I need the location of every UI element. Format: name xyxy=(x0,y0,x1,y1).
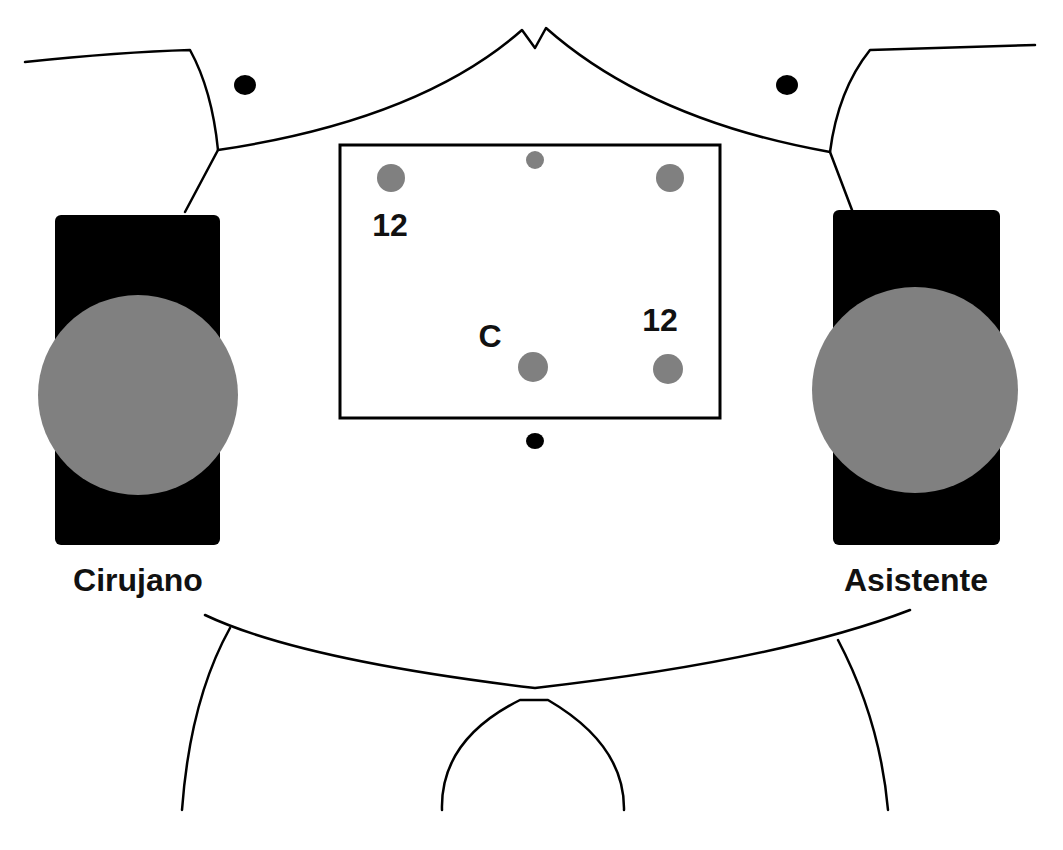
camera-port xyxy=(518,352,548,382)
role-label: Asistente xyxy=(844,564,988,596)
right-shoulder xyxy=(830,45,1035,210)
operative-field xyxy=(340,145,720,418)
callout-letter: C xyxy=(478,320,501,352)
surgeon-head xyxy=(38,295,238,495)
trocar-port xyxy=(653,354,683,384)
left-shoulder xyxy=(25,50,218,212)
genital-outline xyxy=(442,700,624,810)
umbilicus xyxy=(526,433,544,449)
trocar-port xyxy=(656,164,684,192)
role-label: Cirujano xyxy=(73,564,203,596)
callout-number: 12 xyxy=(372,209,408,241)
nipple xyxy=(234,75,256,95)
right-thigh xyxy=(838,640,888,810)
trocar-port xyxy=(526,151,544,169)
assistant-head xyxy=(812,287,1018,493)
nipple xyxy=(776,75,798,95)
callout-number: 12 xyxy=(642,304,678,336)
groin-line xyxy=(205,610,910,688)
left-thigh xyxy=(182,628,230,810)
trocar-port xyxy=(377,164,405,192)
neck-line xyxy=(218,28,830,152)
